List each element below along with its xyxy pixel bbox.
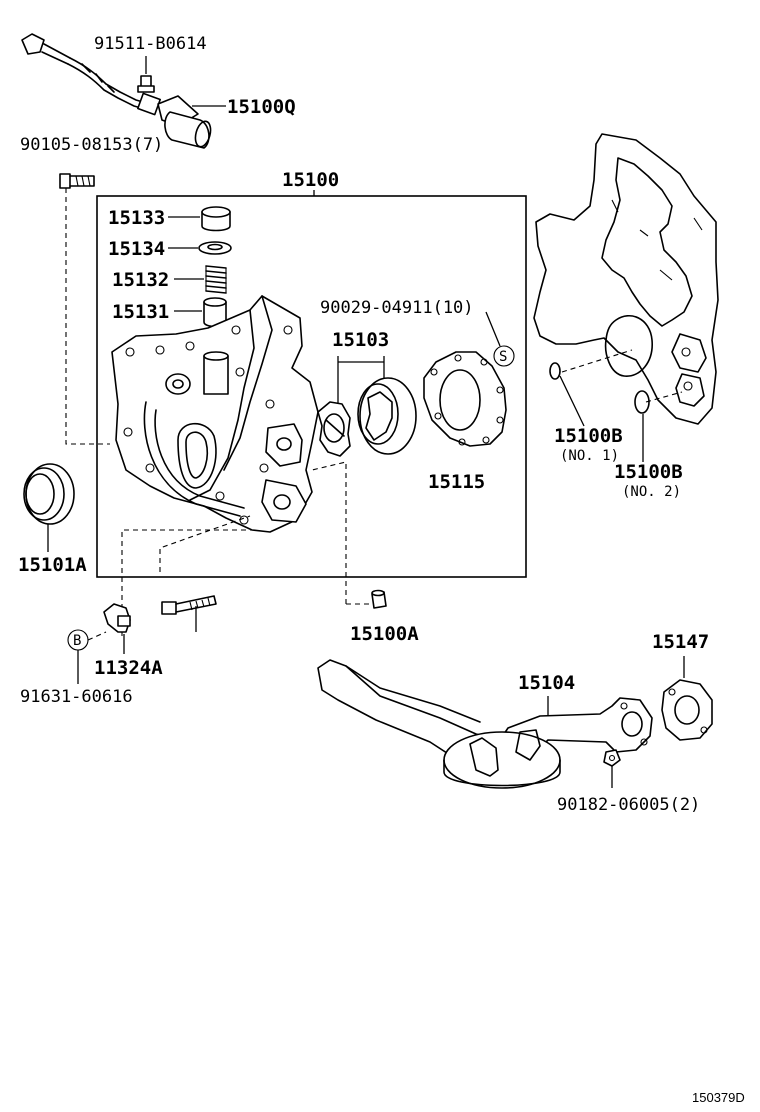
label-bracket-bolt: 91631-60616 <box>20 687 133 707</box>
pump-cover-plate-part[interactable] <box>423 351 507 447</box>
oil-pump-body-part[interactable] <box>111 295 319 533</box>
label-marker-s: S <box>499 349 507 365</box>
label-plug: 15133 <box>108 207 165 229</box>
label-marker-b: B <box>73 633 81 649</box>
o-ring-no1-part[interactable] <box>549 362 561 380</box>
strainer-gasket-part[interactable] <box>661 679 713 741</box>
oil-seal-part[interactable] <box>23 463 75 525</box>
sensor-bolt-part[interactable] <box>137 75 155 93</box>
label-spring: 15132 <box>112 269 169 291</box>
label-oring-1-note: (NO. 1) <box>560 448 619 464</box>
label-strainer: 15104 <box>518 672 575 694</box>
label-gasket-plug: 15134 <box>108 238 165 260</box>
nut-part[interactable] <box>603 749 621 767</box>
outer-rotor-part[interactable] <box>357 377 417 455</box>
pin-part[interactable] <box>371 589 387 609</box>
label-oring-1: 15100B <box>554 425 623 447</box>
bottom-bolt-part[interactable] <box>161 595 217 615</box>
label-oring-2-note: (NO. 2) <box>622 484 681 500</box>
label-oring-2: 15100B <box>614 461 683 483</box>
bolt-top-left-part[interactable] <box>59 173 95 189</box>
inner-rotor-part[interactable] <box>317 401 351 457</box>
drawing-code: 150379D <box>692 1090 745 1105</box>
label-nut: 90182-06005(2) <box>557 795 700 815</box>
marker-s <box>493 345 515 367</box>
oil-strainer-part[interactable] <box>317 659 653 789</box>
label-rotor-set: 15103 <box>332 329 389 351</box>
engine-block-outline <box>533 133 719 425</box>
oil-pressure-sensor-part[interactable] <box>21 33 213 149</box>
label-sensor: 15100Q <box>227 96 296 118</box>
label-oil-seal: 15101A <box>18 554 87 576</box>
label-bolt-top-left: 90105-08153(7) <box>20 135 163 155</box>
label-pin: 15100A <box>350 623 419 645</box>
label-sensor-bolt: 91511-B0614 <box>94 34 207 54</box>
spring-part[interactable] <box>205 265 227 294</box>
pump-assembly-group-box <box>96 195 527 578</box>
label-pump-assy: 15100 <box>282 169 339 191</box>
bracket-part[interactable] <box>103 603 131 633</box>
label-screw: 90029-04911(10) <box>320 298 474 318</box>
label-cover-plate: 15115 <box>428 471 485 493</box>
plug-part[interactable] <box>201 206 231 232</box>
label-valve: 15131 <box>112 301 169 323</box>
label-bracket: 11324A <box>94 657 163 679</box>
label-gasket-strainer: 15147 <box>652 631 709 653</box>
o-ring-no2-part[interactable] <box>634 390 650 414</box>
gasket-plug-part[interactable] <box>198 241 232 255</box>
